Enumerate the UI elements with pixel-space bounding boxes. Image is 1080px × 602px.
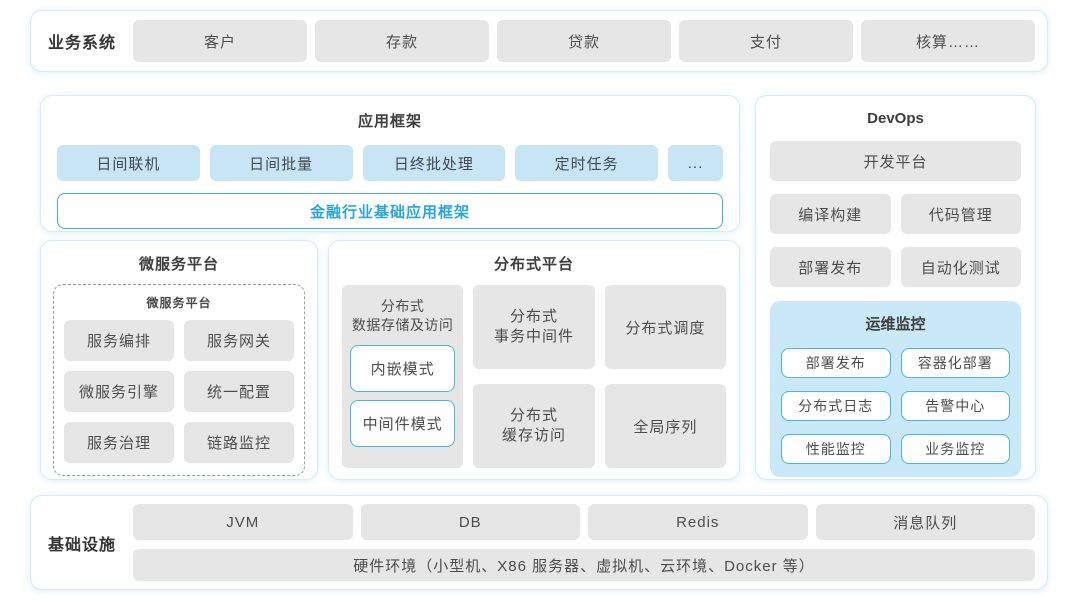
hardware-env-box: 硬件环境（小型机、X86 服务器、虚拟机、云环境、Docker 等）: [133, 549, 1035, 581]
infra-item-redis: Redis: [588, 504, 808, 540]
infrastructure-stack: JVM DB Redis 消息队列 硬件环境（小型机、X86 服务器、虚拟机、云…: [133, 504, 1035, 581]
microservice-grid: 服务编排 服务网关 微服务引擎 统一配置 服务治理 链路监控: [64, 320, 294, 463]
microservice-inner-box: 微服务平台 服务编排 服务网关 微服务引擎 统一配置 服务治理 链路监控: [53, 284, 305, 476]
monitor-item-perf: 性能监控: [781, 434, 891, 464]
distributed-storage-title: 分布式 数据存储及访问: [351, 298, 454, 333]
business-item-accounting: 核算……: [861, 20, 1035, 62]
app-framework-title: 应用框架: [357, 113, 422, 130]
distributed-columns: 分布式 数据存储及访问 内嵌模式 中间件模式 分布式 事务中间件 分布式 缓存访…: [342, 285, 726, 468]
microservice-panel: 微服务平台 微服务平台 服务编排 服务网关 微服务引擎 统一配置 服务治理 链路…: [40, 240, 318, 480]
microservice-item-governance: 服务治理: [64, 422, 174, 463]
distributed-cell-cache: 分布式 缓存访问: [473, 384, 595, 468]
microservice-item-gateway: 服务网关: [184, 320, 294, 361]
framework-item-daytime-online: 日间联机: [57, 145, 200, 181]
framework-item-daytime-batch: 日间批量: [209, 145, 353, 181]
framework-item-more: ...: [668, 145, 723, 181]
devops-tool-code-mgmt: 代码管理: [900, 194, 1021, 234]
infrastructure-row: JVM DB Redis 消息队列: [133, 504, 1035, 540]
monitor-item-dist-log: 分布式日志: [781, 391, 891, 421]
storage-mode-embedded: 内嵌模式: [350, 344, 456, 392]
monitor-item-deploy: 部署发布: [781, 348, 891, 378]
app-framework-panel: 应用框架 日间联机 日间批量 日终批处理 定时任务 ... 金融行业基础应用框架: [40, 95, 740, 232]
infra-item-db: DB: [360, 504, 580, 540]
microservice-title: 微服务平台: [138, 256, 219, 273]
infrastructure-label: 基础设施: [47, 536, 116, 554]
devops-tools-grid: 编译构建 代码管理 部署发布 自动化测试: [770, 194, 1021, 287]
distributed-cell-global-sequence: 全局序列: [604, 384, 726, 468]
framework-item-eod-batch: 日终批处理: [362, 145, 506, 181]
microservice-item-config: 统一配置: [184, 371, 294, 412]
app-framework-row: 日间联机 日间批量 日终批处理 定时任务 ...: [57, 145, 723, 181]
dev-platform-box: 开发平台: [770, 141, 1021, 181]
business-item-payment: 支付: [679, 20, 853, 62]
infra-item-mq: 消息队列: [815, 504, 1035, 540]
microservice-item-engine: 微服务引擎: [64, 371, 174, 412]
framework-item-scheduled-task: 定时任务: [515, 145, 658, 181]
devops-tool-build: 编译构建: [770, 194, 891, 234]
microservice-item-tracing: 链路监控: [184, 422, 294, 463]
devops-panel: DevOps 开发平台 编译构建 代码管理 部署发布 自动化测试 运维监控 部署…: [755, 95, 1036, 480]
infra-item-jvm: JVM: [133, 504, 353, 540]
storage-mode-middleware: 中间件模式: [350, 399, 456, 447]
ops-monitor-panel: 运维监控 部署发布 容器化部署 分布式日志 告警中心 性能监控 业务监控: [770, 301, 1021, 477]
distributed-cell-scheduling: 分布式调度: [604, 285, 726, 369]
business-systems-label: 业务系统: [47, 35, 116, 52]
base-framework-box: 金融行业基础应用框架: [57, 193, 723, 229]
monitor-item-alert-center: 告警中心: [900, 391, 1010, 421]
business-item-customer: 客户: [133, 20, 307, 62]
distributed-cell-transaction: 分布式 事务中间件: [473, 285, 595, 369]
microservice-item-orchestration: 服务编排: [64, 320, 174, 361]
ops-monitor-title: 运维监控: [865, 316, 926, 333]
business-systems-panel: 业务系统 客户 存款 贷款 支付 核算……: [30, 10, 1048, 72]
ops-monitor-grid: 部署发布 容器化部署 分布式日志 告警中心 性能监控 业务监控: [781, 348, 1010, 464]
microservice-inner-title: 微服务平台: [146, 296, 212, 310]
monitor-item-container-deploy: 容器化部署: [900, 348, 1010, 378]
infrastructure-panel: 基础设施 JVM DB Redis 消息队列 硬件环境（小型机、X86 服务器、…: [30, 495, 1048, 590]
monitor-item-business: 业务监控: [900, 434, 1010, 464]
devops-tool-deploy: 部署发布: [770, 247, 891, 287]
distributed-storage-box: 分布式 数据存储及访问 内嵌模式 中间件模式: [342, 285, 464, 468]
distributed-col-right: 分布式调度 全局序列: [604, 285, 726, 468]
devops-tool-auto-test: 自动化测试: [900, 247, 1021, 287]
business-item-loan: 贷款: [497, 20, 671, 62]
business-systems-row: 客户 存款 贷款 支付 核算……: [133, 20, 1035, 62]
distributed-title: 分布式平台: [493, 256, 574, 273]
devops-title: DevOps: [867, 110, 924, 127]
business-item-deposit: 存款: [315, 20, 489, 62]
distributed-col-middle: 分布式 事务中间件 分布式 缓存访问: [473, 285, 595, 468]
distributed-panel: 分布式平台 分布式 数据存储及访问 内嵌模式 中间件模式 分布式 事务中间件 分…: [328, 240, 740, 480]
